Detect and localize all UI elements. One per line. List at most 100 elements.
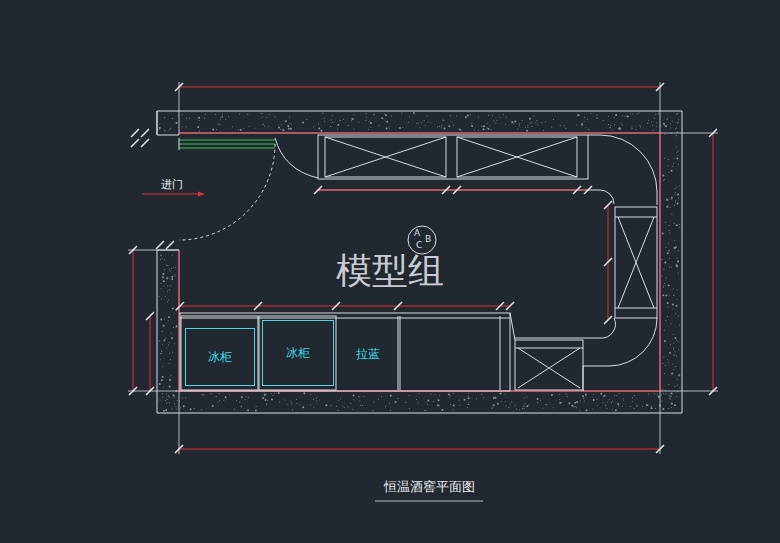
plan-stroke (313, 399, 314, 400)
plan-stroke (676, 158, 678, 160)
plan-stroke (247, 409, 249, 411)
plan-stroke (596, 115, 597, 116)
plan-stroke (219, 400, 220, 401)
basket-cabinet: 拉蓝 (338, 318, 398, 390)
plan-stroke (656, 445, 664, 453)
plan-stroke (670, 399, 671, 400)
plan-stroke (468, 397, 470, 399)
plan-stroke (441, 125, 442, 126)
plan-stroke (378, 398, 379, 399)
plan-stroke (441, 409, 443, 411)
plan-stroke (169, 385, 171, 387)
plan-stroke (467, 114, 469, 116)
plan-stroke (179, 133, 660, 391)
plan-stroke (292, 409, 293, 410)
plan-stroke (662, 232, 664, 234)
plan-stroke (413, 112, 415, 114)
plan-stroke (665, 247, 666, 248)
plan-stroke (278, 392, 280, 394)
plan-stroke (164, 318, 165, 319)
plan-stroke (289, 123, 290, 124)
plan-stroke (351, 120, 352, 121)
plan-stroke (430, 393, 431, 394)
plan-stroke (618, 217, 654, 308)
plan-stroke (296, 403, 297, 404)
section-letter: B (425, 235, 431, 244)
plan-stroke (614, 124, 615, 125)
plan-stroke (222, 116, 223, 117)
plan-stroke (597, 405, 598, 406)
plan-stroke (663, 180, 664, 181)
plan-stroke (179, 140, 275, 141)
plan-stroke (677, 379, 678, 380)
plan-stroke (306, 119, 307, 120)
plan-stroke (386, 121, 388, 123)
plan-stroke (496, 302, 504, 310)
plan-stroke (157, 111, 682, 413)
plan-stroke (622, 115, 623, 116)
plan-stroke (657, 394, 658, 395)
plan-stroke (459, 128, 461, 130)
plan-stroke (668, 384, 669, 385)
plan-stroke (586, 409, 588, 411)
plan-stroke (671, 407, 672, 408)
plan-stroke (662, 294, 664, 296)
plan-stroke (352, 118, 354, 120)
plan-stroke (559, 402, 561, 404)
plan-stroke (669, 230, 670, 231)
plan-stroke (491, 408, 492, 409)
plan-stroke (264, 126, 265, 127)
plan-stroke (668, 361, 669, 362)
plan-stroke (673, 334, 674, 335)
plan-stroke (529, 118, 531, 120)
plan-stroke (401, 113, 402, 114)
plan-stroke (623, 398, 624, 399)
plan-stroke (576, 407, 577, 408)
plan-stroke (616, 115, 617, 116)
plan-stroke (663, 286, 664, 287)
plan-stroke (390, 395, 392, 397)
plan-stroke (164, 259, 165, 260)
plan-stroke (674, 158, 675, 159)
plan-stroke (671, 197, 673, 199)
plan-stroke (159, 129, 160, 130)
plan-stroke (677, 122, 678, 123)
plan-stroke (386, 127, 388, 129)
plan-stroke (398, 398, 399, 399)
plan-stroke (636, 113, 637, 114)
plan-stroke (385, 406, 386, 407)
plan-stroke (263, 123, 264, 124)
plan-stroke (264, 393, 265, 394)
plan-stroke (517, 129, 518, 130)
plan-stroke (163, 339, 165, 341)
plan-stroke (408, 122, 409, 123)
plan-stroke (173, 394, 175, 396)
plan-stroke (347, 406, 348, 407)
plan-stroke (459, 405, 460, 406)
plan-stroke (604, 316, 612, 324)
plan-stroke (156, 241, 164, 249)
plan-stroke (585, 394, 587, 396)
freezer-box: 冰柜 (262, 320, 334, 386)
plan-stroke (222, 116, 223, 117)
plan-stroke (487, 128, 489, 130)
plan-stroke (535, 122, 536, 123)
plan-stroke (340, 398, 341, 399)
plan-stroke (709, 387, 717, 395)
plan-stroke (232, 126, 233, 127)
plan-stroke (671, 214, 672, 215)
plan-stroke (186, 126, 187, 127)
plan-stroke (332, 302, 340, 310)
plan-stroke (602, 402, 603, 403)
plan-stroke (676, 114, 677, 115)
plan-stroke (674, 223, 675, 224)
plan-stroke (182, 126, 183, 127)
plan-stroke (668, 172, 669, 173)
plan-stroke (523, 405, 524, 406)
plan-stroke (647, 123, 648, 124)
plan-stroke (577, 114, 579, 116)
plan-stroke (259, 316, 336, 390)
plan-stroke (225, 118, 226, 119)
plan-stroke (656, 122, 657, 123)
plan-stroke (255, 409, 257, 411)
